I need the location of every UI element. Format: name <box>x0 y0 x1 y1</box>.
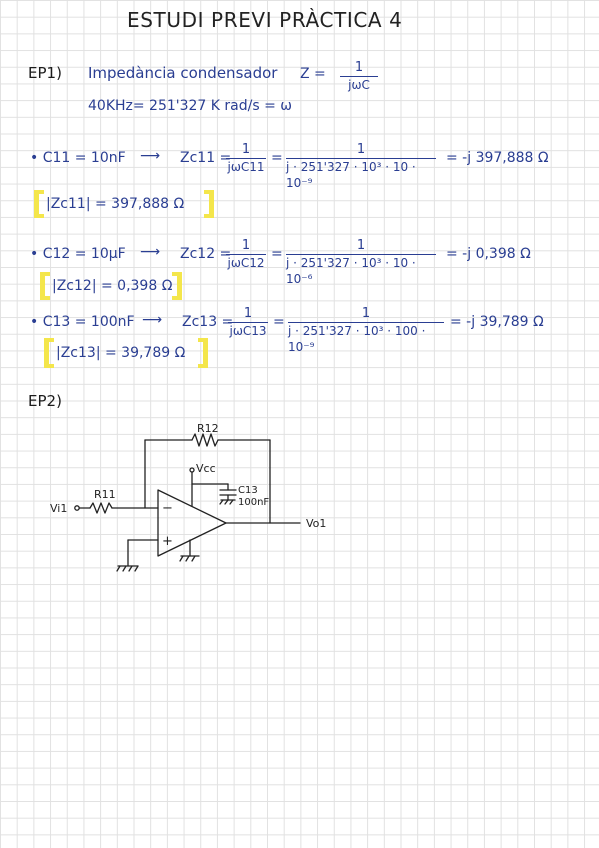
ep1-label: EP1) <box>28 64 62 82</box>
row2-arrow: ⟶ <box>140 244 161 260</box>
row2-result: = -j 0,398 Ω <box>446 246 531 262</box>
row2-def: • C12 = 10μF <box>30 246 126 262</box>
formula-lhs: Z = <box>300 66 326 82</box>
row3-abs: |Zc13| = 39,789 Ω <box>56 345 186 361</box>
row1-abs: |Zc11| = 397,888 Ω <box>46 196 185 212</box>
c13-label: C13 <box>238 485 258 496</box>
row1-fraction1: 1 jωC11 <box>226 142 266 175</box>
fraction-bar <box>226 158 266 159</box>
row3-fraction2: 1 j · 251'327 · 10³ · 100 · 10⁻⁹ <box>288 306 444 355</box>
vcc-label: Vcc <box>196 462 216 475</box>
row3-f1-den: jωC13 <box>229 324 267 338</box>
row2-f1-num: 1 <box>241 238 251 253</box>
r12-label: R12 <box>197 422 219 435</box>
row2-f2-den: j · 251'327 · 10³ · 10 · 10⁻⁶ <box>286 256 416 286</box>
fraction-bar <box>286 158 436 159</box>
row1-zlabel: Zc11 = <box>180 150 232 166</box>
row3-result: = -j 39,789 Ω <box>450 314 544 330</box>
row2-fraction2: 1 j · 251'327 · 10³ · 10 · 10⁻⁶ <box>286 238 436 287</box>
row3-zlabel: Zc13 = <box>182 314 234 330</box>
row2-f2-num: 1 <box>356 238 366 253</box>
row2-abs: |Zc12| = 0,398 Ω <box>52 278 173 294</box>
row1-f2-den: j · 251'327 · 10³ · 10 · 10⁻⁹ <box>286 160 416 190</box>
fraction-bar <box>228 322 268 323</box>
row3-eq: = <box>273 314 285 330</box>
r11-resistor <box>89 502 113 514</box>
row1-fraction2: 1 j · 251'327 · 10³ · 10 · 10⁻⁹ <box>286 142 436 191</box>
row3-f1-num: 1 <box>243 306 253 321</box>
page-title: ESTUDI PREVI PRÀCTICA 4 <box>127 8 403 32</box>
row3-f2-den: j · 251'327 · 10³ · 100 · 10⁻⁹ <box>288 324 426 354</box>
vo1-label: Vo1 <box>306 517 326 530</box>
row2-eq: = <box>271 246 283 262</box>
row1-f2-num: 1 <box>356 142 366 157</box>
formula-num: 1 <box>354 60 364 75</box>
row2-zlabel: Zc12 = <box>180 246 232 262</box>
fraction-bar <box>286 254 436 255</box>
c13-value-label: 100nF <box>238 497 269 508</box>
row3-arrow: ⟶ <box>142 312 163 328</box>
r11-label: R11 <box>94 488 116 501</box>
fraction-bar <box>226 254 266 255</box>
row1-f1-num: 1 <box>241 142 251 157</box>
fraction-bar <box>340 76 378 77</box>
row2-fraction1: 1 jωC12 <box>226 238 266 271</box>
row1-result: = -j 397,888 Ω <box>446 150 549 166</box>
row1-arrow: ⟶ <box>140 148 161 164</box>
r12-resistor <box>191 433 219 447</box>
plus-label: + <box>162 534 173 549</box>
row1-def: • C11 = 10nF <box>30 150 126 166</box>
row3-abs-highlight: |Zc13| = 39,789 Ω <box>44 338 208 368</box>
ep1-heading: Impedància condensador <box>88 64 278 82</box>
fraction-bar <box>288 322 444 323</box>
formula-fraction: 1 jωC <box>340 60 378 93</box>
frequency-line: 40KHz= 251'327 K rad/s = ω <box>88 98 293 114</box>
row2-abs-highlight: |Zc12| = 0,398 Ω <box>40 272 182 300</box>
row3-fraction1: 1 jωC13 <box>228 306 268 339</box>
formula-den: jωC <box>348 78 370 92</box>
ep2-label: EP2) <box>28 392 62 410</box>
row1-abs-highlight: |Zc11| = 397,888 Ω <box>34 190 214 218</box>
row1-eq: = <box>271 150 283 166</box>
row2-f1-den: jωC12 <box>227 256 265 270</box>
minus-label: − <box>162 501 173 516</box>
row3-f2-num: 1 <box>361 306 371 321</box>
row3-def: • C13 = 100nF <box>30 314 135 330</box>
row1-f1-den: jωC11 <box>227 160 265 174</box>
vi1-label: Vi1 <box>50 502 67 515</box>
